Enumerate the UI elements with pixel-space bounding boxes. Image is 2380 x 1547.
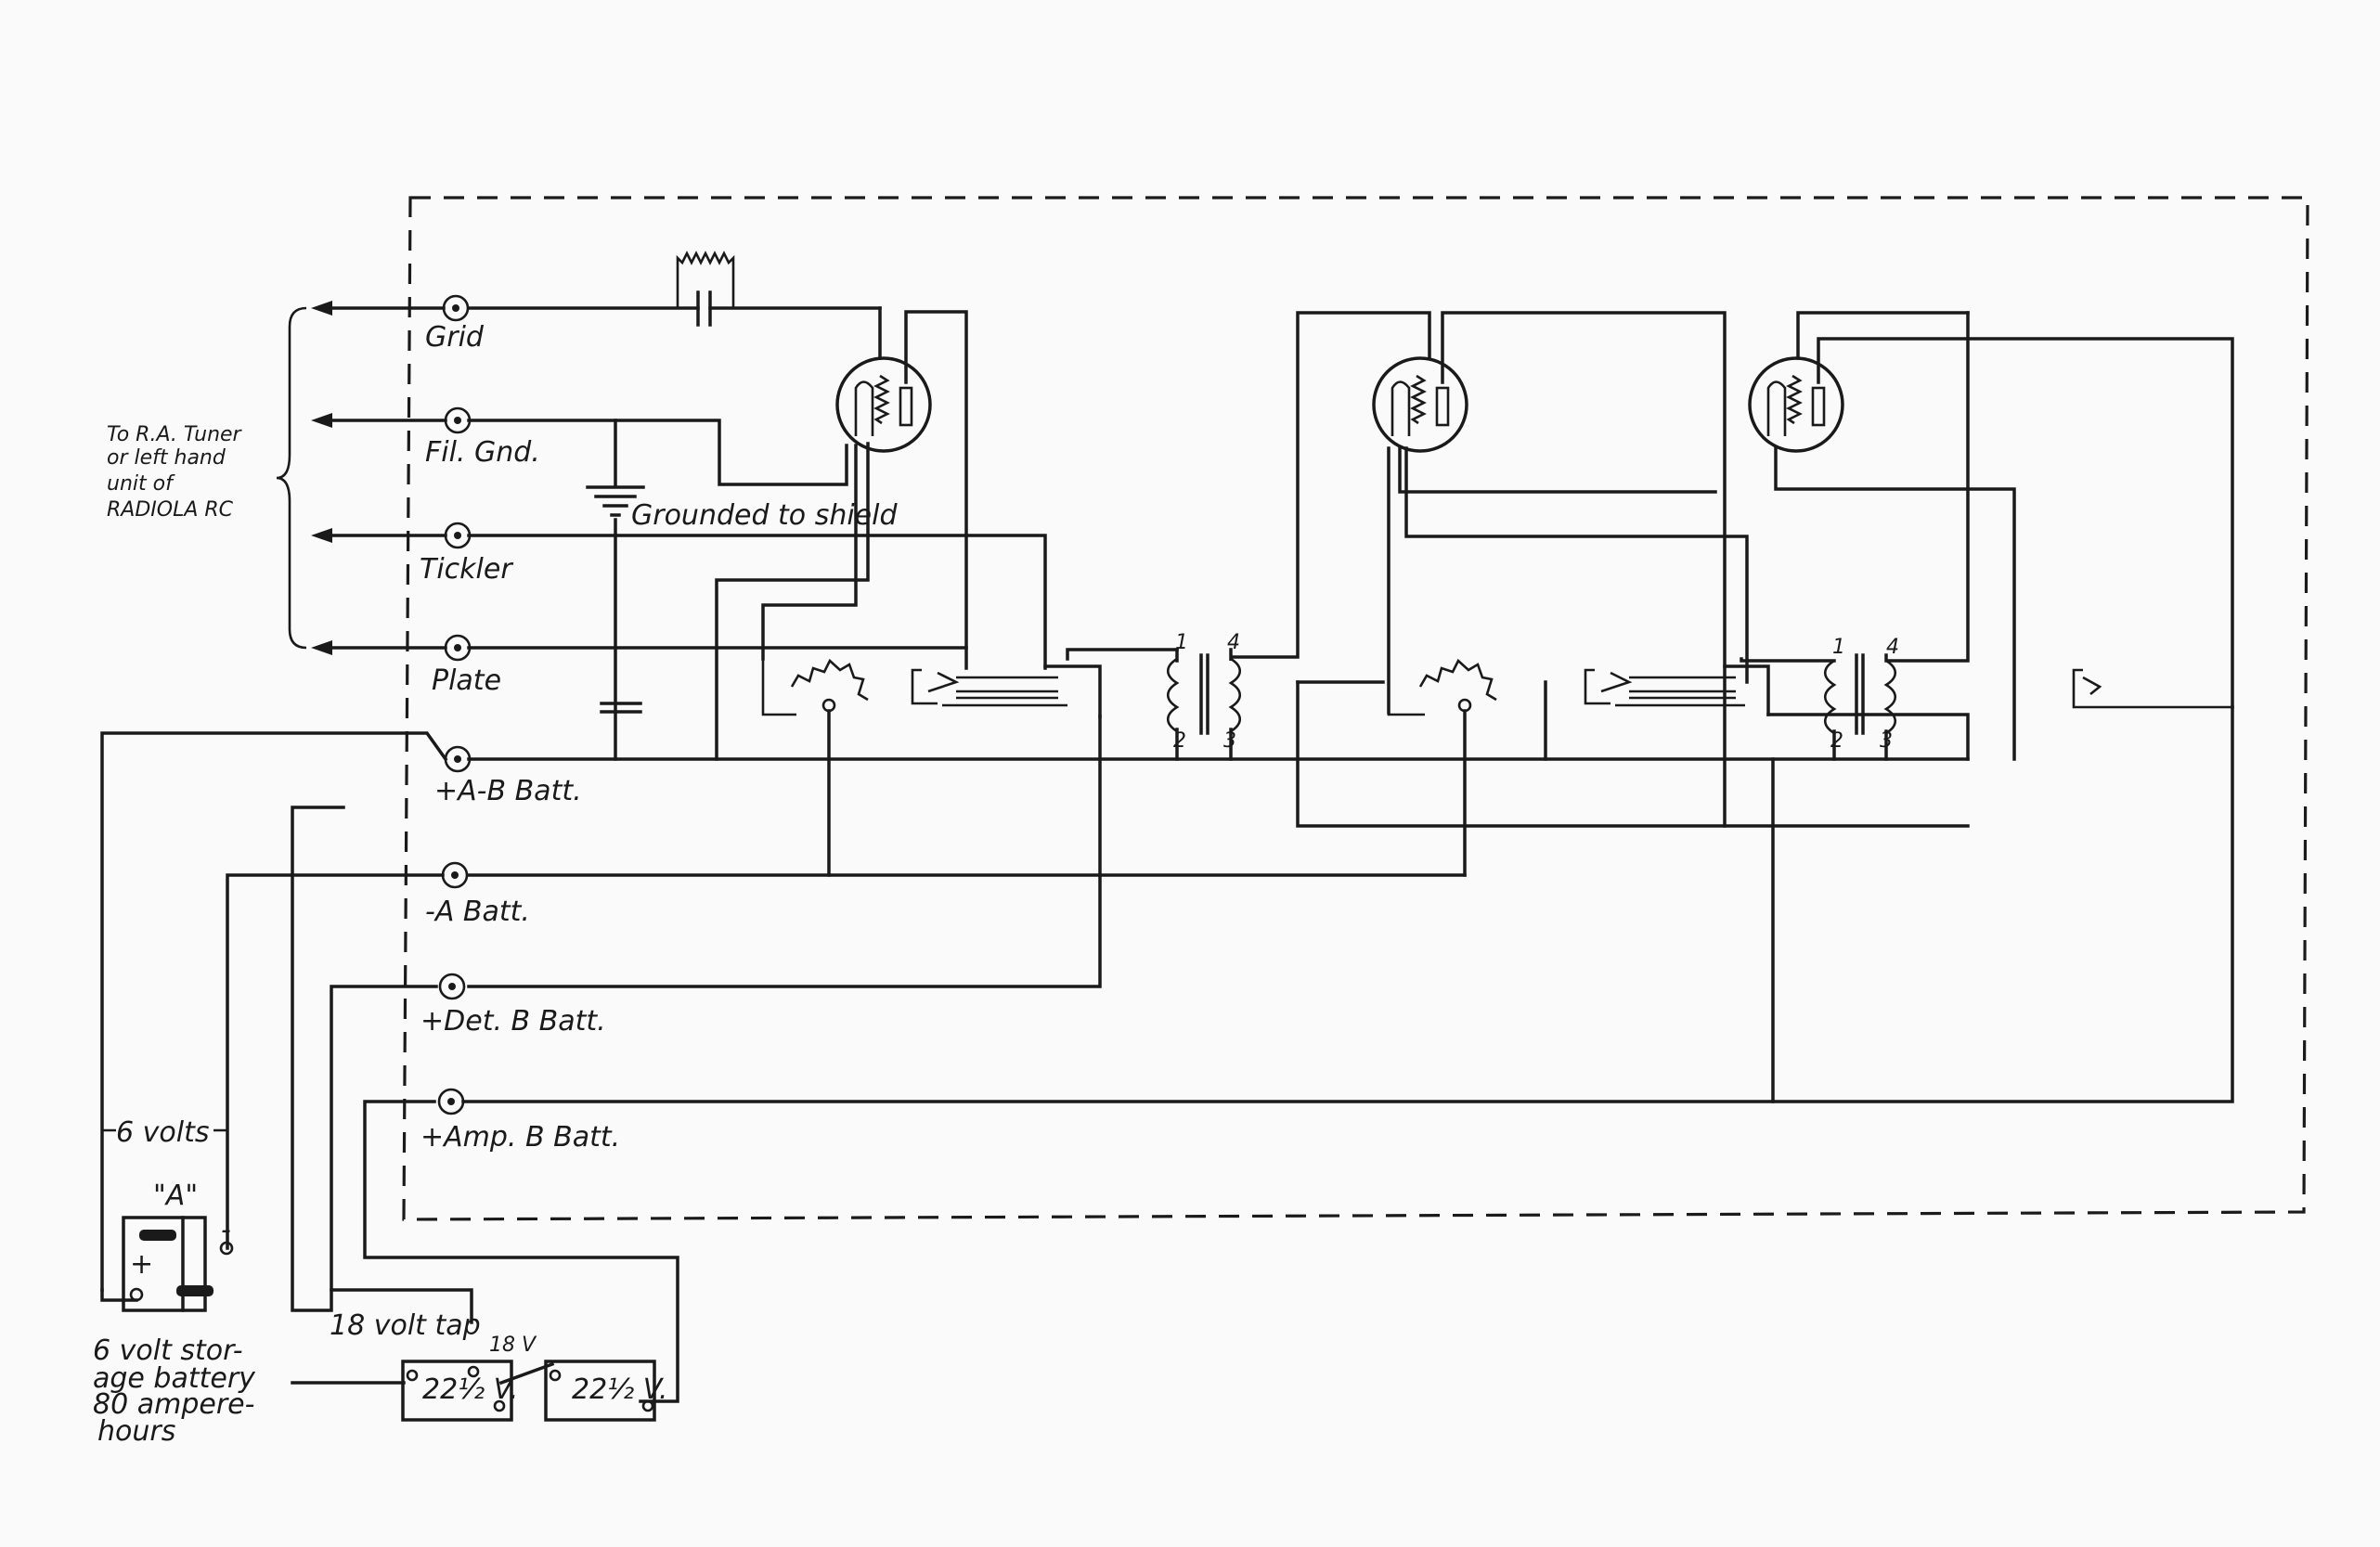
rheostat-2 — [1387, 658, 1497, 877]
t2-pin2: 2 — [1830, 729, 1843, 753]
tuner-note-line1: To R.A. Tuner — [107, 423, 243, 446]
ground-symbol — [586, 419, 645, 517]
label-ab-batt: +A-B Batt. — [434, 775, 582, 807]
stage2-wiring — [1296, 311, 1970, 828]
tuner-leads — [311, 301, 447, 655]
transformer-1 — [1166, 311, 1431, 761]
tap-note: 18 volt tap — [330, 1309, 481, 1342]
grid-condenser — [467, 290, 882, 327]
grid-leak-resistor — [676, 251, 735, 308]
shield-enclosure — [402, 196, 2309, 1221]
tuner-note-line2: or left hand — [107, 446, 226, 470]
t1-pin3: 3 — [1223, 729, 1236, 753]
terminal-tickler — [444, 522, 472, 549]
t2-pin1: 1 — [1832, 636, 1845, 659]
terminal-grid — [442, 294, 470, 322]
label-a-batt: -A Batt. — [425, 896, 530, 928]
t1-pin2: 2 — [1173, 729, 1186, 753]
a-battery — [100, 1216, 234, 1312]
ground-note: Grounded to shield — [631, 499, 898, 532]
tuner-brace — [276, 306, 307, 650]
label-grid: Grid — [425, 321, 485, 354]
detector-tube — [835, 356, 932, 453]
storage-note-line3: 80 ampere- — [93, 1388, 254, 1421]
storage-note-line1: 6 volt stor- — [93, 1334, 243, 1367]
t1-pin4: 4 — [1227, 631, 1240, 654]
amplifier-tube-2 — [1748, 356, 1844, 453]
terminal-amp-b — [437, 1088, 465, 1115]
b-battery-1-label: 22½ V. — [422, 1373, 518, 1406]
b-battery-2 — [544, 1360, 656, 1422]
b-battery-1 — [401, 1360, 513, 1422]
terminal-a-batt — [441, 861, 469, 889]
jack-2 — [1584, 657, 1836, 716]
wire-plate-tube1 — [904, 310, 968, 670]
six-volts-label: 6 volts — [116, 1116, 209, 1149]
stage1-wiring — [467, 419, 1970, 761]
label-amp-b: +Amp. B Batt. — [420, 1121, 620, 1154]
storage-note-line2: age battery — [93, 1362, 256, 1395]
storage-note-line4: hours — [97, 1415, 175, 1448]
t2-pin4: 4 — [1886, 636, 1899, 659]
terminal-fil-gnd — [444, 406, 472, 434]
label-plate: Plate — [432, 664, 501, 697]
label-fil-gnd: Fil. Gnd. — [425, 436, 540, 469]
b-battery-2-label: 22½ V. — [572, 1373, 667, 1406]
t1-pin1: 1 — [1175, 631, 1188, 654]
amplifier-tube-1 — [1372, 356, 1468, 453]
output-jack — [2072, 668, 2232, 709]
transformer-2 — [1823, 311, 1970, 761]
terminal-plate — [444, 634, 472, 662]
t2-pin3: 3 — [1880, 729, 1893, 753]
battery-bus — [100, 705, 2234, 1403]
label-det-b: +Det. B Batt. — [420, 1005, 606, 1038]
rheostat-1 — [761, 658, 869, 877]
a-plus-sign: + — [130, 1248, 153, 1281]
jack-1 — [911, 648, 1179, 718]
terminal-ab-batt — [444, 745, 472, 773]
stage3-wiring — [1766, 311, 2234, 1103]
label-tickler: Tickler — [420, 553, 513, 586]
tap-voltage: 18 V — [489, 1334, 537, 1357]
tuner-note-line3: unit of — [107, 472, 175, 496]
terminal-det-b — [438, 973, 466, 1000]
a-minus-sign: - — [221, 1214, 231, 1246]
tuner-note-line4: RADIOLA RC — [107, 498, 234, 522]
a-battery-label: "A" — [153, 1180, 198, 1212]
